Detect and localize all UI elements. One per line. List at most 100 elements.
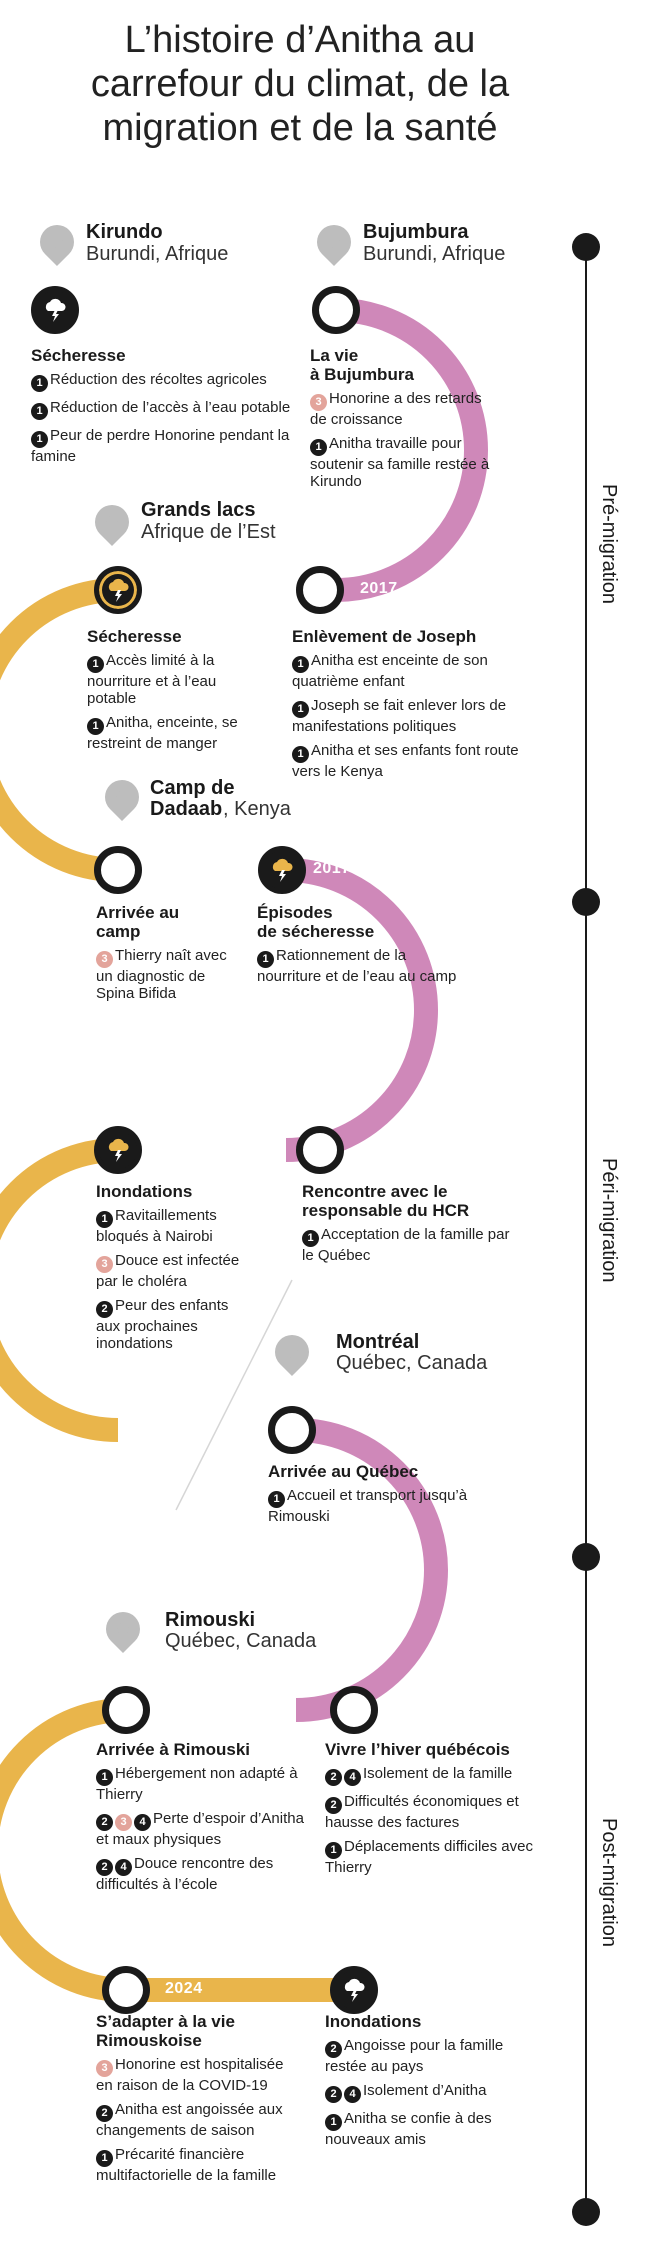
number-badge: 1 bbox=[257, 951, 274, 968]
event-title-line: La vie bbox=[310, 346, 359, 365]
event-title-line: Arrivée à Rimouski bbox=[96, 1740, 251, 1759]
year-label-2022: 2022 bbox=[366, 1140, 404, 1157]
location-region: , Kenya bbox=[223, 798, 291, 820]
event-title-line: Vivre l’hiver québécois bbox=[325, 1740, 510, 1759]
node-quebec-arrival bbox=[268, 1406, 316, 1454]
location-region: Afrique de l’Est bbox=[141, 521, 276, 543]
event-title-line: camp bbox=[96, 922, 141, 941]
number-badge: 1 bbox=[292, 746, 309, 763]
number-badge: 2 bbox=[325, 2041, 342, 2058]
node-camp-arrival bbox=[94, 846, 142, 894]
node-joseph bbox=[296, 566, 344, 614]
number-badge: 1 bbox=[87, 718, 104, 735]
number-badge: 1 bbox=[96, 1769, 113, 1786]
timeline-dot-2 bbox=[572, 888, 600, 916]
node-winter bbox=[330, 1686, 378, 1734]
number-badge: 1 bbox=[292, 656, 309, 673]
event-item-text: Déplacements difficiles avec Thierry bbox=[325, 1838, 533, 1876]
number-badge: 3 bbox=[310, 394, 327, 411]
year-label-2014: 2014 bbox=[98, 300, 136, 317]
event-title: Inondations bbox=[325, 2012, 525, 2031]
event-title: Sécheresse bbox=[87, 627, 267, 646]
number-badge: 1 bbox=[302, 1230, 319, 1247]
event-title: Arrivée au Québec bbox=[268, 1462, 498, 1481]
event-title: Inondations bbox=[96, 1182, 246, 1201]
event-item-text: Honorine est hospitalisée en raison de l… bbox=[96, 2056, 284, 2094]
event-item-text: Perte d’espoir d’Anitha et maux physique… bbox=[96, 1810, 304, 1848]
number-badge: 4 bbox=[115, 1859, 132, 1876]
year-label-2024: 2024 bbox=[165, 1980, 203, 1997]
event-title-line: Rencontre avec le bbox=[302, 1182, 448, 1201]
year-label-2017: 2017 bbox=[360, 580, 398, 597]
number-badge: 3 bbox=[96, 2060, 113, 2077]
number-badge: 4 bbox=[344, 1769, 361, 1786]
location-name: Kirundo bbox=[86, 221, 163, 243]
event-item-text: Anitha est enceinte de son quatrième enf… bbox=[292, 652, 488, 690]
event-title-line: à Bujumbura bbox=[310, 365, 414, 384]
phase-label-peri: Péri-migration bbox=[598, 1158, 620, 1283]
event-title: Sécheresse bbox=[31, 346, 306, 365]
number-badge: 1 bbox=[310, 439, 327, 456]
event-title-line: Enlèvement de Joseph bbox=[292, 627, 477, 646]
event-item-text: Anitha est angoissée aux changements de … bbox=[96, 2101, 283, 2139]
title-line-3: migration et de la santé bbox=[102, 107, 498, 149]
number-badge: 2 bbox=[325, 1797, 342, 1814]
event-item-text: Accès limité à la nourriture et à l’eau … bbox=[87, 652, 217, 707]
number-badge: 1 bbox=[31, 403, 48, 420]
number-badge: 1 bbox=[96, 2150, 113, 2167]
location-name: Bujumbura bbox=[363, 221, 469, 243]
event-item-text: Difficultés économiques et hausse des fa… bbox=[325, 1793, 519, 1831]
location-region: Burundi, Afrique bbox=[363, 243, 506, 265]
phase-label-post: Post-migration bbox=[598, 1818, 620, 1947]
event-item-text: Anitha et ses enfants font route vers le… bbox=[292, 742, 519, 780]
number-badge: 2 bbox=[96, 2105, 113, 2122]
event-title: Enlèvement de Joseph bbox=[292, 627, 532, 646]
timeline-dot-3 bbox=[572, 1543, 600, 1571]
node-hcr bbox=[296, 1126, 344, 1174]
event-item-text: Angoisse pour la famille restée au pays bbox=[325, 2037, 504, 2075]
number-badge: 1 bbox=[87, 656, 104, 673]
location-region: Québec, Canada bbox=[336, 1352, 488, 1374]
event-title-line: Sécheresse bbox=[31, 346, 126, 365]
event-item-text: Réduction des récoltes agricoles bbox=[50, 371, 267, 388]
event-item-text: Réduction de l’accès à l’eau potable bbox=[50, 399, 291, 416]
event-item-text: Ravitaillements bloqués à Nairobi bbox=[96, 1207, 217, 1245]
number-badge: 2 bbox=[96, 1814, 113, 1831]
event-item-text: Douce est infectée par le choléra bbox=[96, 1252, 240, 1290]
location-name-2: Dadaab bbox=[150, 798, 223, 820]
node-storm-icon bbox=[258, 846, 306, 894]
location-region: Burundi, Afrique bbox=[86, 244, 229, 265]
node-storm-icon bbox=[330, 1966, 378, 2014]
number-badge: 2 bbox=[96, 1859, 113, 1876]
node-storm-icon bbox=[94, 1126, 142, 1174]
event-item-text: Précarité financière multifactorielle de… bbox=[96, 2146, 277, 2184]
location-name: Grands lacs bbox=[141, 499, 256, 521]
event-item-text: Accueil et transport jusqu’à Rimouski bbox=[268, 1487, 468, 1525]
event-item-text: Anitha se confie à des nouveaux amis bbox=[325, 2110, 492, 2148]
page-title: L’histoire d’Anitha au carrefour du clim… bbox=[0, 18, 600, 150]
